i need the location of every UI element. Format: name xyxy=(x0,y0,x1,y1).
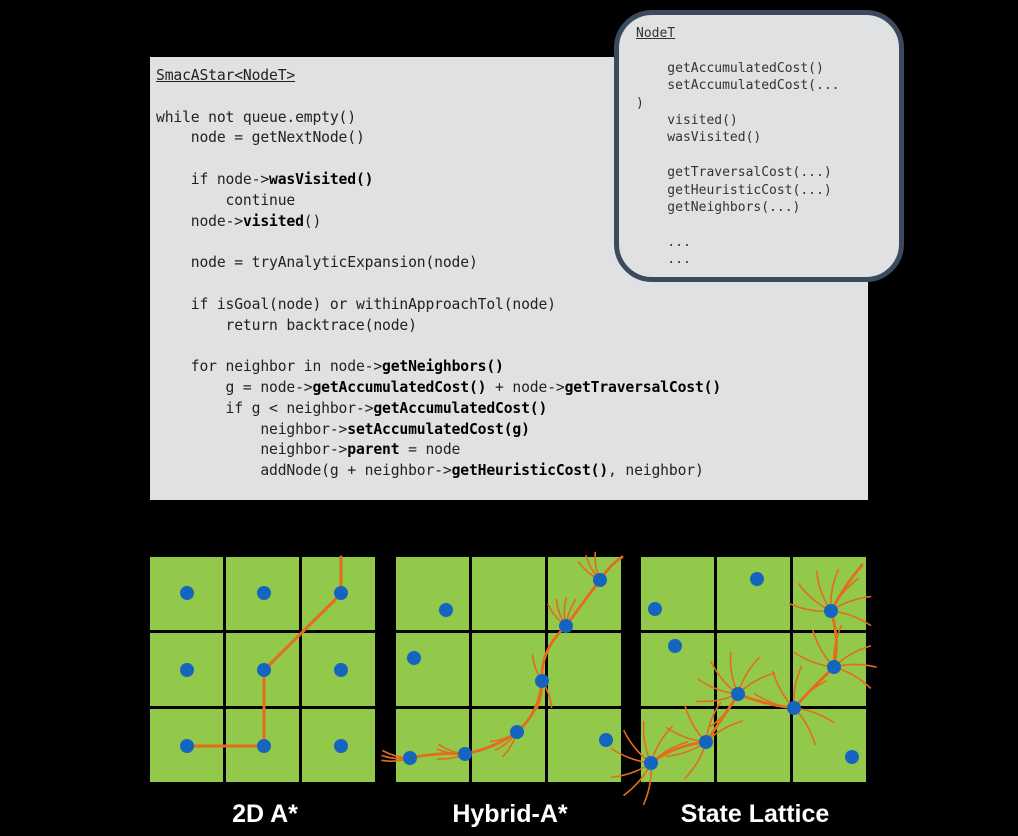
lattice-node xyxy=(648,602,662,616)
astar-node xyxy=(257,586,271,600)
code-token: visited xyxy=(242,212,304,230)
lattice-grid-cell xyxy=(717,557,790,630)
code-token: return backtrace(node) xyxy=(225,316,417,334)
hybrid-node xyxy=(593,573,607,587)
nodet-method: getHeuristicCost(...) xyxy=(636,182,832,198)
code-token: getAccumulatedCost() xyxy=(312,378,487,396)
nodet-method: ) xyxy=(636,95,644,111)
astar-node xyxy=(180,586,194,600)
lattice-grid-cell xyxy=(793,557,866,630)
nodet-methods-block: NodeT getAccumulatedCost() setAccumulate… xyxy=(636,25,840,269)
astar-node xyxy=(334,586,348,600)
code-token: () xyxy=(303,212,322,230)
code-token: node = getNextNode() xyxy=(190,129,365,147)
code-token: wasVisited() xyxy=(269,170,374,188)
nodet-method: wasVisited() xyxy=(636,130,762,146)
lattice-node xyxy=(845,750,859,764)
code-token: node-> xyxy=(190,212,243,230)
code-token: getHeuristicCost() xyxy=(451,462,609,480)
code-token: if g < neighbor-> xyxy=(225,399,374,417)
nodet-method: getTraversalCost(...) xyxy=(636,165,832,181)
hybrid-grid-cell xyxy=(472,557,545,630)
hybrid-node xyxy=(407,651,421,665)
hybrid-grid-cell xyxy=(472,633,545,706)
hybrid-node xyxy=(403,751,417,765)
lattice-node xyxy=(644,756,658,770)
pseudocode-block: SmacAStar<NodeT> while not queue.empty()… xyxy=(156,66,721,482)
lattice-node xyxy=(787,701,801,715)
caption-state-lattice: State Lattice xyxy=(680,800,830,828)
astar-node xyxy=(334,663,348,677)
code-token: addNode(g + neighbor-> xyxy=(260,462,452,480)
nodet-method: getAccumulatedCost() xyxy=(636,60,824,76)
nodet-interface-box: NodeT getAccumulatedCost() setAccumulate… xyxy=(614,10,904,282)
hybrid-node xyxy=(535,674,549,688)
code-token: neighbor-> xyxy=(260,441,348,459)
code-token: getNeighbors() xyxy=(382,358,504,376)
astar-node xyxy=(257,739,271,753)
astar-node xyxy=(334,739,348,753)
lattice-node xyxy=(699,735,713,749)
hybrid-node xyxy=(559,619,573,633)
lattice-node xyxy=(824,604,838,618)
lattice-grid-cell xyxy=(717,633,790,706)
hybrid-node xyxy=(599,733,613,747)
code-token: g = node-> xyxy=(225,378,313,396)
lattice-grid-cell xyxy=(641,557,714,630)
caption-hybrid-astar: Hybrid-A* xyxy=(452,800,568,828)
hybrid-grid-cell xyxy=(396,633,469,706)
nodet-method: getNeighbors(...) xyxy=(636,200,801,216)
code-token: if node-> xyxy=(190,170,270,188)
lattice-node xyxy=(827,660,841,674)
code-token: continue xyxy=(225,191,296,209)
astar-node xyxy=(180,739,194,753)
code-token: + node-> xyxy=(486,378,565,396)
astar-node xyxy=(180,663,194,677)
hybrid-node xyxy=(439,603,453,617)
code-token: while not queue.empty() xyxy=(156,108,356,126)
code-token: parent xyxy=(347,441,400,459)
code-token: node = tryAnalyticExpansion(node) xyxy=(190,254,478,272)
nodet-title: NodeT xyxy=(636,26,676,41)
code-token: setAccumulatedCost(g) xyxy=(347,420,530,438)
hybrid-grid-cell xyxy=(396,557,469,630)
lattice-node xyxy=(668,639,682,653)
hybrid-grid-cell xyxy=(396,709,469,782)
lattice-node xyxy=(731,687,745,701)
code-token: getAccumulatedCost() xyxy=(373,399,548,417)
code-token: = node xyxy=(399,441,461,459)
code-token: for neighbor in node-> xyxy=(190,358,383,376)
astar-node xyxy=(257,663,271,677)
code-token: neighbor-> xyxy=(260,420,348,438)
class-title: SmacAStar<NodeT> xyxy=(156,67,296,84)
hybrid-node xyxy=(510,725,524,739)
caption-2d-astar: 2D A* xyxy=(232,800,298,828)
nodet-method: visited() xyxy=(636,113,738,129)
hybrid-node xyxy=(458,747,472,761)
code-token: if isGoal(node) or withinApproachTol(nod… xyxy=(190,295,556,313)
code-token: , neighbor) xyxy=(608,462,704,480)
nodet-method: setAccumulatedCost(... xyxy=(636,78,840,94)
hybrid-grid-cell xyxy=(472,709,545,782)
lattice-grid-cell xyxy=(717,709,790,782)
lattice-node xyxy=(750,572,764,586)
code-token: getTraversalCost() xyxy=(564,378,722,396)
hybrid-grid-cell xyxy=(548,633,621,706)
nodet-method: ... xyxy=(636,252,691,268)
nodet-method: ... xyxy=(636,234,691,250)
